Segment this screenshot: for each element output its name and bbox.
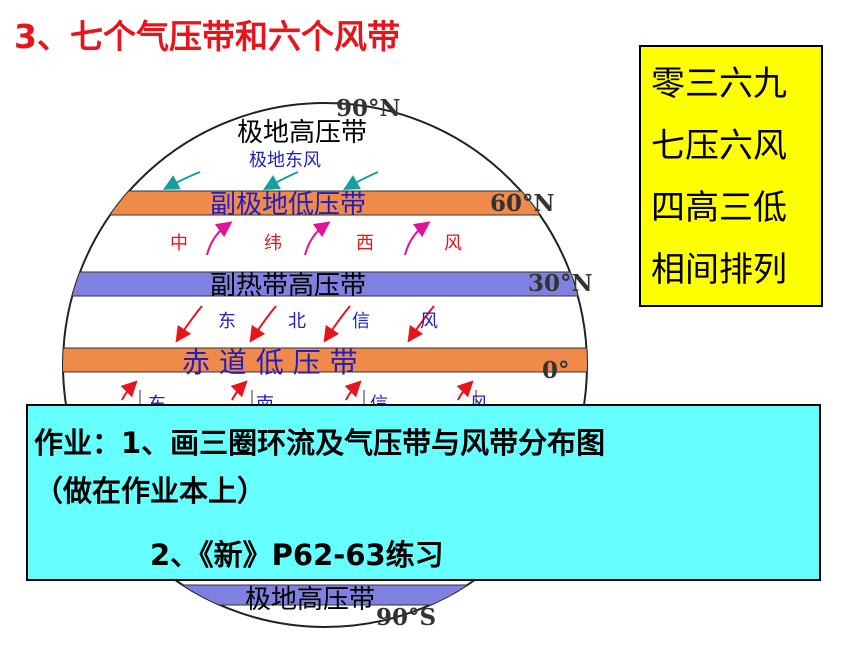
latitude-label-60n: 60°N	[490, 190, 555, 217]
wind-label-westerlies-char: 中	[170, 233, 188, 254]
mnemonic-line: 七压六风	[651, 126, 787, 166]
wind-label-westerlies-char: 风	[444, 233, 462, 254]
westerly-arrow	[304, 221, 331, 256]
wind-label-polar-easterlies: 极地东风	[249, 150, 321, 171]
se-trade-arrow	[456, 380, 474, 401]
ne-trade-arrow	[323, 305, 351, 343]
wind-label-westerlies-char: 西	[356, 233, 374, 254]
wind-label-westerlies-char: 纬	[264, 233, 282, 254]
polar-easterly-arrow	[343, 171, 379, 190]
homework-line-2: （做在作业本上）	[34, 474, 267, 508]
se-trade-arrow	[120, 380, 138, 401]
wind-label-ne-trades-char: 风	[420, 311, 438, 332]
se-trade-arrow	[344, 380, 362, 401]
polar-easterly-arrow	[263, 171, 299, 190]
belt-label-subtropical-high: 副热带高压带	[210, 271, 366, 301]
equatorial-low-band	[63, 347, 587, 373]
mnemonic-line: 相间排列	[651, 250, 787, 290]
wind-label-ne-trades-char: 东	[218, 311, 236, 332]
belt-label-polar-high-south: 极地高压带	[245, 585, 375, 615]
belt-label-polar-high-north: 极地高压带	[237, 118, 367, 148]
mnemonic-line: 零三六九	[651, 64, 787, 104]
subpolar-low-band	[63, 190, 587, 216]
latitude-label-90n: 90°N	[336, 95, 401, 122]
polar-easterly-arrow	[162, 171, 201, 190]
belt-label-subpolar-low: 副极地低压带	[210, 190, 366, 220]
ne-trade-arrow	[407, 305, 435, 343]
homework-box: 作业：1、画三圈环流及气压带与风带分布图 （做在作业本上） 2、《新》P62-6…	[26, 404, 821, 581]
ne-trade-arrow	[175, 305, 203, 343]
westerly-arrow	[404, 221, 431, 256]
homework-line-1: 作业：1、画三圈环流及气压带与风带分布图	[34, 426, 606, 460]
ne-trade-arrow	[249, 305, 277, 343]
wind-label-ne-trades-char: 信	[352, 311, 370, 332]
wind-label-ne-trades-char: 北	[288, 311, 306, 332]
mnemonic-line: 四高三低	[651, 188, 787, 228]
latitude-label-equator: 0°	[542, 357, 570, 384]
se-trade-arrow	[230, 380, 248, 401]
latitude-label-90s: 90°S	[376, 604, 436, 631]
slide-title: 3、七个气压带和六个风带	[14, 17, 400, 56]
mnemonic-box: 零三六九 七压六风 四高三低 相间排列	[639, 45, 823, 307]
latitude-label-30n: 30°N	[528, 270, 593, 297]
westerly-arrow	[206, 221, 233, 256]
homework-line-3: 2、《新》P62-63练习	[150, 538, 444, 572]
belt-label-equatorial-low: 赤 道 低 压 带	[182, 346, 358, 379]
subtropical-high-band	[63, 271, 587, 297]
